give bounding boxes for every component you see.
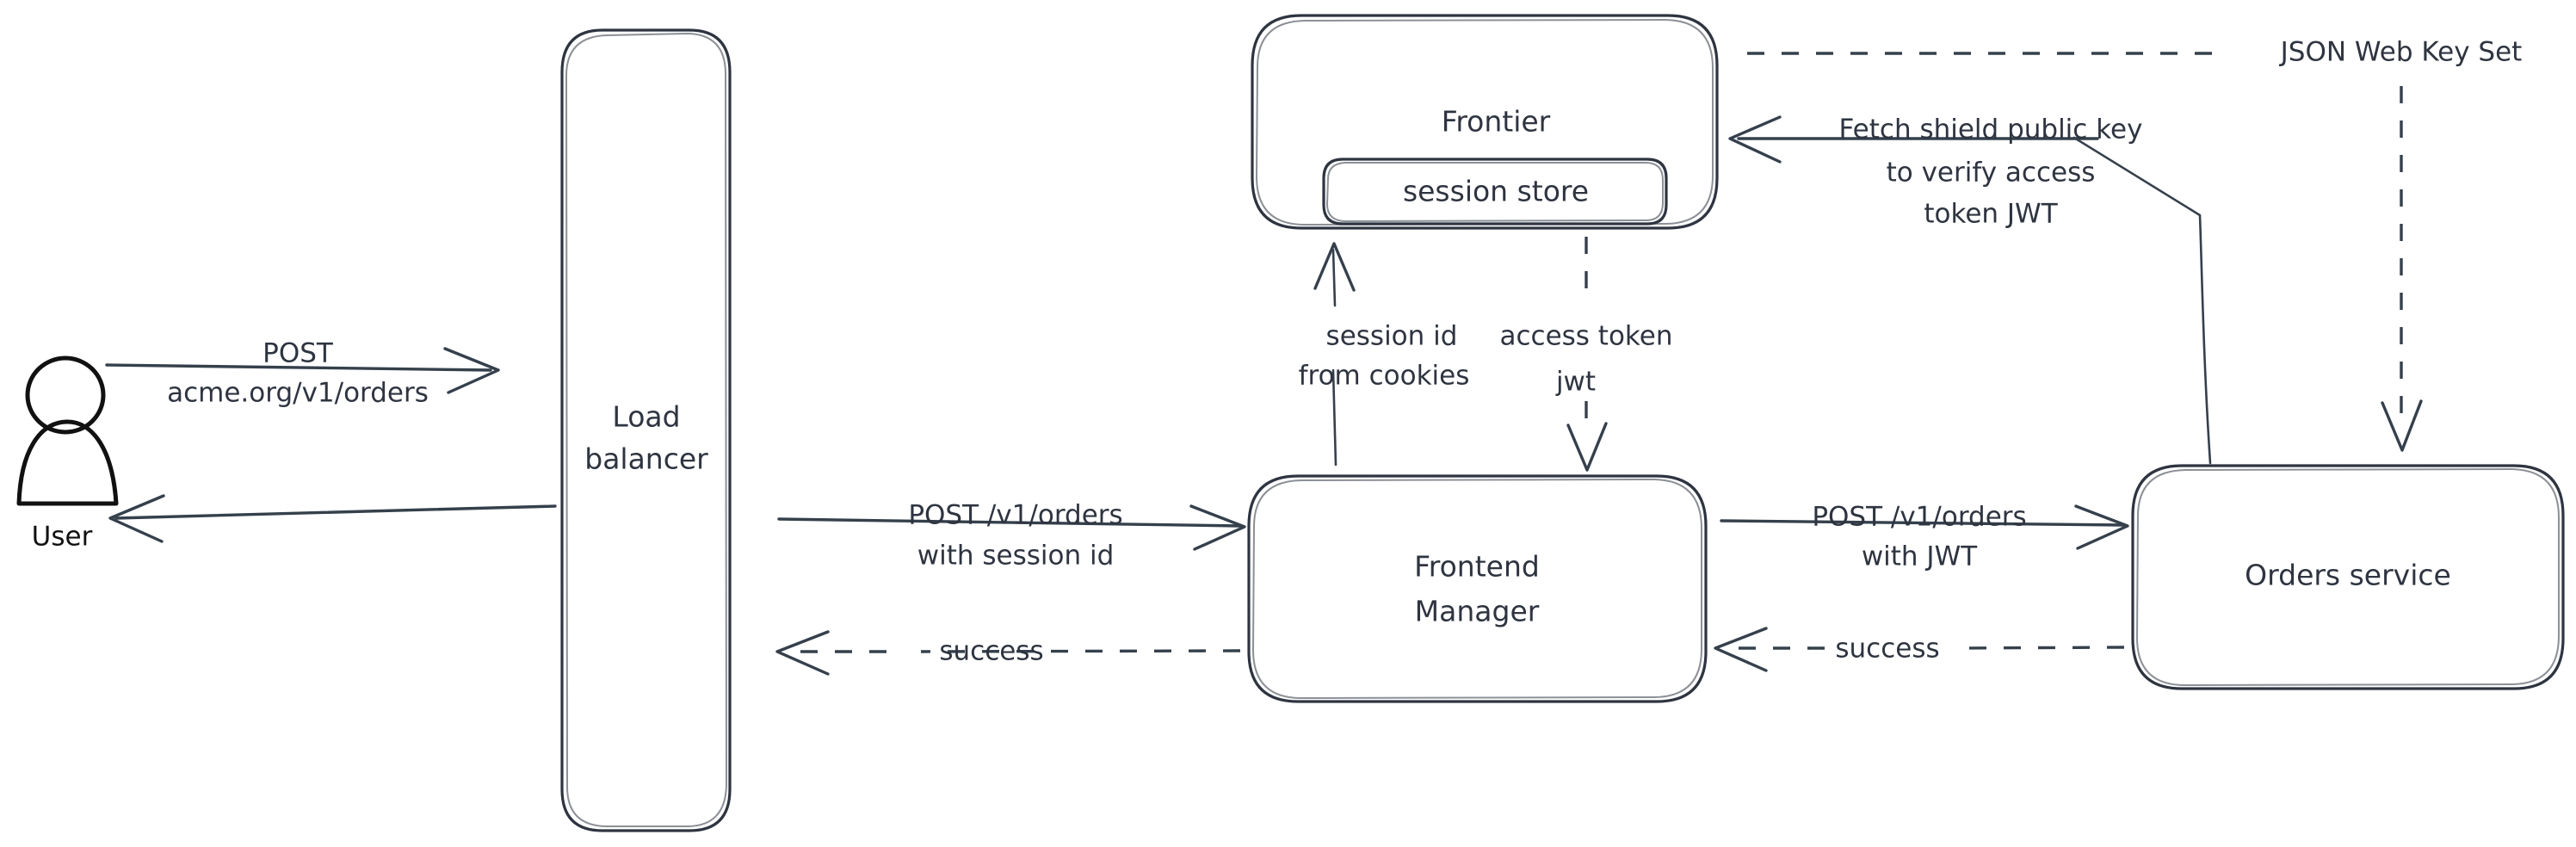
edge-lb-to-fm-line [777,517,1242,528]
edge-jwks-label: JSON Web Key Set [2279,37,2523,68]
orders-service-outline-ghost [2136,468,2560,686]
orders-service-label: Orders service [2245,559,2451,592]
frontend-manager-label-line1: Frontend [1414,550,1540,584]
edge-orders-to-frontier-label-line2: to verify access [1887,158,2096,189]
person-icon-head [25,355,106,435]
edge-frontier-to-fm-label-line2: jwt [1555,367,1596,398]
edge-orders-service-to-frontend-manager: success [1714,627,2125,672]
edge-frontend-manager-to-load-balancer: success [775,630,1241,676]
edge-frontend-manager-to-orders-service: POST /v1/orders with JWT [1720,502,2129,572]
edge-fm-to-orders-line [1720,519,2126,527]
node-frontend-manager[interactable]: Frontend Manager [1247,474,1708,703]
edge-fm-to-orders-label-line2: with JWT [1862,541,1978,572]
frontier-label: Frontier [1442,105,1551,139]
frontend-manager-label-line2: Manager [1415,595,1540,628]
edge-lb-to-user-line [114,504,557,520]
edge-frontier-to-frontend-manager: access token jwt [1499,237,1673,472]
edge-frontier-to-fm-arrowhead [1566,422,1608,472]
frontier-outline [1251,14,1719,230]
edge-user-to-lb-label-line2: acme.org/v1/orders [167,378,429,409]
load-balancer-label-line2: balancer [584,442,708,476]
frontier-outline-ghost [1256,19,1714,226]
edge-user-to-lb-label-line1: POST [263,338,334,369]
edge-lb-to-fm-label-line2: with session id [917,541,1115,572]
edge-orders-to-frontier-curve [2073,136,2212,465]
edge-fm-to-frontier-line-lower [1331,368,1337,467]
edge-orders-to-frontier-arrowhead [1728,115,1782,164]
edge-frontend-manager-to-frontier: session id from cookies [1299,242,1470,467]
node-session-store[interactable]: session store [1322,158,1668,226]
session-store-outline-ghost [1326,162,1664,222]
edge-frontier-to-orders-service-jwks: JSON Web Key Set [1747,37,2523,452]
edge-fm-to-lb-arrowhead [775,630,830,676]
edge-lb-to-user-arrowhead [108,494,165,543]
frontend-manager-outline [1247,474,1708,703]
session-store-outline [1322,158,1668,226]
edge-orders-to-fm-dash-right [1951,646,2125,650]
edge-fm-to-frontier-label-line2: from cookies [1299,361,1470,392]
edge-orders-service-to-frontier: Fetch shield public key to verify access… [1728,114,2212,465]
edge-fm-to-frontier-label-line1: session id [1326,321,1458,352]
edge-orders-to-fm-label: success [1835,634,1939,665]
load-balancer-outline-ghost [565,33,727,827]
load-balancer-outline [560,28,732,832]
edge-fm-to-lb-label: success [939,636,1043,667]
edge-fm-to-frontier-arrowhead [1313,242,1356,292]
frontend-manager-outline-ghost [1252,479,1702,699]
node-frontier[interactable]: Frontier session store [1251,14,1719,230]
load-balancer-label-line1: Load [612,400,680,434]
edge-load-balancer-to-user [108,494,557,543]
actor-user: User [16,355,119,553]
edge-jwks-arrowhead [2381,399,2423,452]
edge-lb-to-fm-label-line1: POST /v1/orders [908,500,1122,531]
edge-orders-to-frontier-label-line1: Fetch shield public key [1839,114,2143,145]
edge-user-to-lb-arrowhead [443,347,500,394]
actor-user-label: User [32,522,93,553]
orders-service-outline [2131,464,2565,690]
person-icon-body [16,419,119,506]
edge-orders-to-frontier-label-line3: token JWT [1924,199,2058,230]
node-orders-service[interactable]: Orders service [2131,464,2565,690]
edge-user-to-load-balancer: POST acme.org/v1/orders [105,338,500,409]
edge-lb-to-fm-arrowhead [1189,504,1246,551]
node-load-balancer[interactable]: Load balancer [560,28,732,832]
edge-fm-to-frontier-line-upper [1331,248,1337,307]
session-store-label: session store [1403,175,1589,208]
edge-frontier-to-fm-label-line1: access token [1499,321,1672,352]
edge-fm-to-orders-arrowhead [2074,504,2129,550]
edge-load-balancer-to-frontend-manager: POST /v1/orders with session id [777,500,1246,572]
edge-user-to-lb-line [105,363,492,372]
edge-orders-to-fm-arrowhead [1714,627,1768,672]
edge-fm-to-orders-label-line1: POST /v1/orders [1812,502,2026,533]
